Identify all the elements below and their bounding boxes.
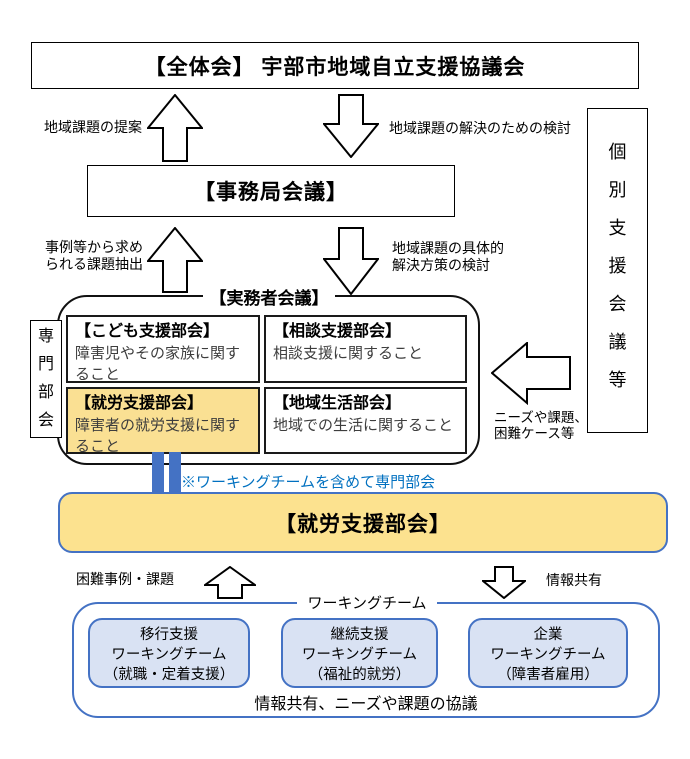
down-arrow-icon <box>323 94 379 158</box>
team-box-transition: 移行支援 ワーキングチーム （就職・定着支援） <box>88 618 250 688</box>
specialized-subcommittee-side-label: 専 門 部 会 <box>30 320 62 438</box>
connector-bar <box>169 452 181 493</box>
flow-mid-down-label: 地域課題の具体的 解決方策の検討 <box>392 240 504 273</box>
flow-top-up-label: 地域課題の提案 <box>44 119 142 135</box>
subcommittee-consultation-box: 【相談支援部会】 相談支援に関すること <box>264 315 467 383</box>
flow-mid-up-label: 事例等から求め られる課題抽出 <box>45 239 143 272</box>
subcommittee-body: 障害児やその家族に関す ること <box>75 344 241 383</box>
up-arrow-icon <box>147 94 203 162</box>
secretariat-box: 【事務局会議】 <box>87 165 455 217</box>
employment-subcommittee-label: 【就労支援部会】 <box>275 512 451 536</box>
subcommittee-title: 【地域生活部会】 <box>273 395 402 412</box>
plenary-label: 【全体会】 宇部市地域自立支援協議会 <box>144 55 526 79</box>
subcommittee-title: 【相談支援部会】 <box>273 323 402 340</box>
secretariat-label: 【事務局会議】 <box>194 181 348 204</box>
down-arrow-icon <box>323 227 379 295</box>
individual-support-box: 個 別 支 援 会 議 等 <box>587 108 648 433</box>
subcommittee-body: 地域での生活に関すること <box>273 416 454 434</box>
subcommittee-body: 障害者の就労支援に関す ること <box>75 416 241 455</box>
subcommittee-body: 相談支援に関すること <box>273 344 424 362</box>
working-team-title: ワーキングチーム <box>297 593 437 612</box>
plenary-box: 【全体会】 宇部市地域自立支援協議会 <box>31 42 639 89</box>
left-arrow-icon <box>491 342 571 405</box>
up-arrow-icon <box>204 566 256 599</box>
subcommittee-community-box: 【地域生活部会】 地域での生活に関すること <box>264 387 467 454</box>
subcommittee-title: 【こども支援部会】 <box>75 323 220 340</box>
subcommittee-employment-box: 【就労支援部会】 障害者の就労支援に関す ること <box>66 387 260 455</box>
flow-bottom-up-label: 困難事例・課題 <box>76 571 174 587</box>
flow-top-down-label: 地域課題の解決のための検討 <box>389 120 571 136</box>
down-arrow-icon <box>482 566 526 599</box>
working-team-note: ※ワーキングチームを含めて専門部会 <box>181 474 436 491</box>
subcommittee-children-box: 【こども支援部会】 障害児やその家族に関す ること <box>66 315 260 383</box>
needs-label: ニーズや課題、 困難ケース等 <box>494 410 588 441</box>
working-team-footer: 情報共有、ニーズや課題の協議 <box>254 696 478 713</box>
up-arrow-icon <box>147 227 203 293</box>
team-box-continuation: 継続支援 ワーキングチーム （福祉的就労） <box>281 618 438 688</box>
flow-bottom-down-label: 情報共有 <box>546 572 602 588</box>
team-box-enterprise: 企業 ワーキングチーム （障害者雇用） <box>468 618 628 688</box>
subcommittee-title: 【就労支援部会】 <box>75 395 204 412</box>
practitioner-title: 【実務者会議】 <box>203 286 335 308</box>
employment-subcommittee-box: 【就労支援部会】 <box>58 492 668 553</box>
connector-bar <box>152 452 164 493</box>
